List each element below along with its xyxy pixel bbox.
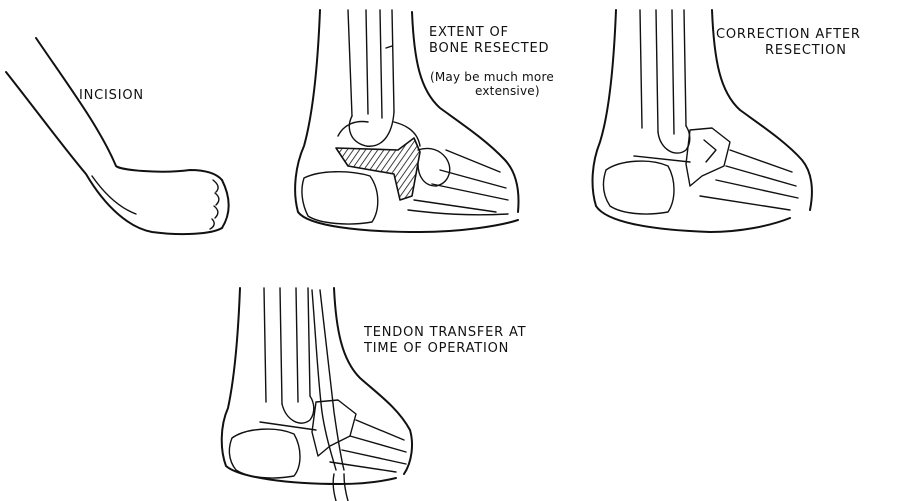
extent-label-line2: BONE RESECTED	[429, 41, 549, 56]
incision-label: INCISION	[79, 88, 144, 103]
incision-foot-drawing	[6, 38, 229, 234]
correction-label-line1: CORRECTION AFTER	[716, 27, 861, 42]
tendon-label-line1: TENDON TRANSFER AT	[364, 325, 526, 340]
tendon-label-line2: TIME OF OPERATION	[364, 341, 509, 356]
extent-note-line1: (May be much more	[430, 71, 554, 84]
correction-label-line2: RESECTION	[765, 43, 847, 58]
extent-note-line2: extensive)	[475, 85, 540, 98]
incision-line	[92, 176, 136, 214]
extent-label-line1: EXTENT OF	[429, 25, 509, 40]
tendon-transfer-drawing	[222, 288, 412, 501]
